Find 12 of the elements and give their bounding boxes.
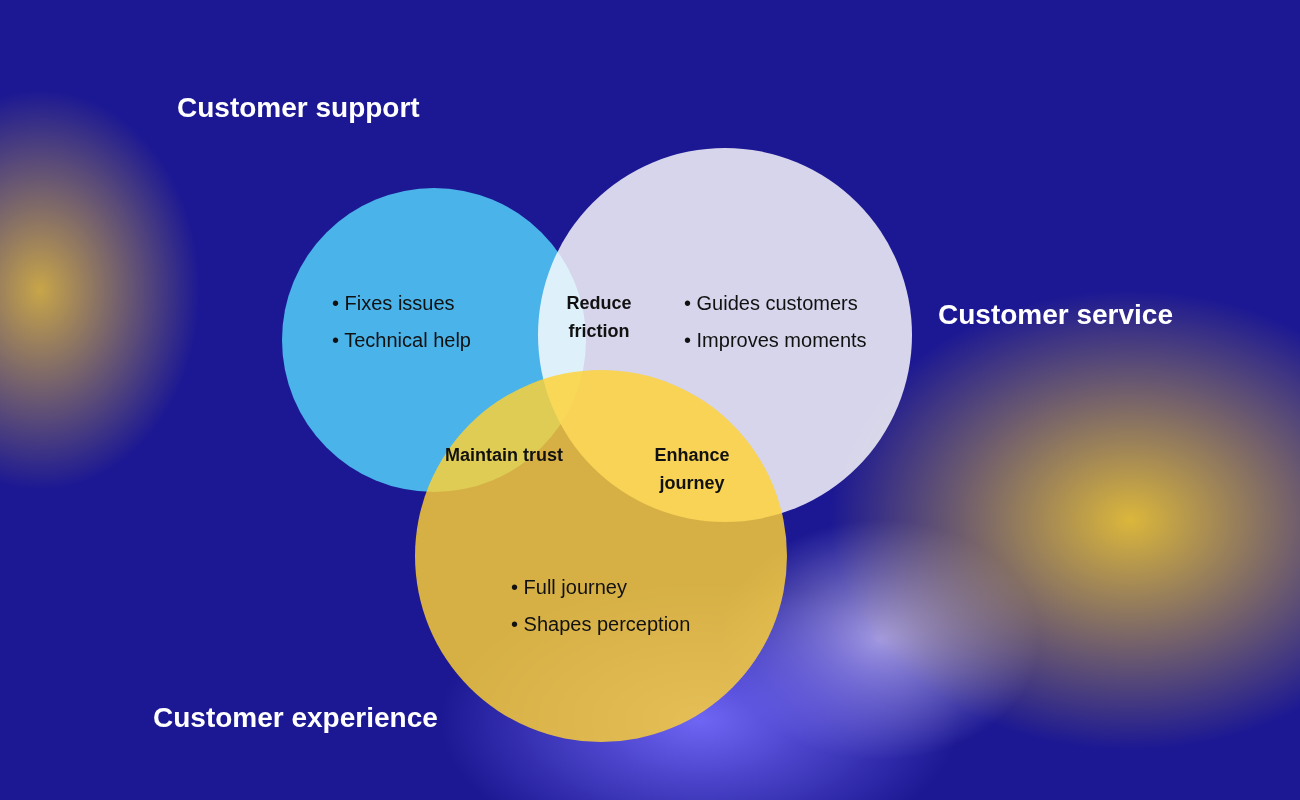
bullet-item: • Technical help <box>332 329 471 352</box>
circle-heading: Customer support <box>177 92 420 124</box>
overlap-label: Enhance journey <box>632 441 752 497</box>
bullet-item: • Full journey <box>511 576 628 599</box>
bullet-item: • Improves moments <box>684 329 867 352</box>
bullet-item: • Shapes perception <box>511 613 691 636</box>
overlap-label: Maintain trust <box>445 441 563 469</box>
bullet-item: • Fixes issues <box>332 292 456 315</box>
circle-heading: Customer experience <box>153 702 438 734</box>
circle-heading: Customer service <box>938 299 1173 331</box>
bullet-item: • Guides customers <box>684 292 859 315</box>
overlap-label: Reduce friction <box>540 289 658 345</box>
